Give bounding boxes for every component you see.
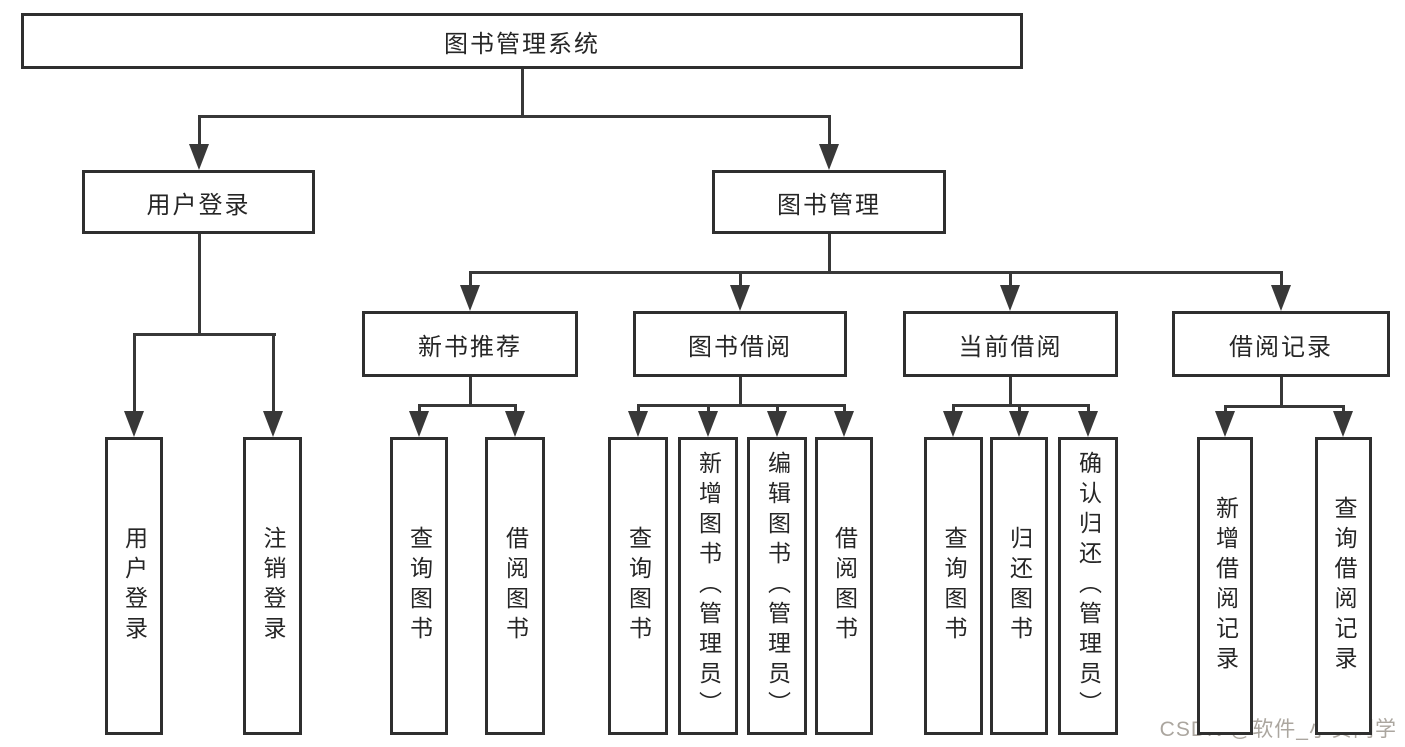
- connector-line: [468, 270, 1283, 274]
- node-label: 新增借阅记录: [1212, 496, 1239, 676]
- node-label: 图书借阅: [688, 333, 792, 361]
- connector-line: [1008, 272, 1012, 291]
- node-borrow-records: 借阅记录: [1172, 311, 1390, 377]
- node-leaf-confirm-return: 确认归还（管理员）: [1058, 437, 1118, 735]
- connector-line: [132, 334, 136, 417]
- node-leaf-add-book: 新增图书（管理员）: [678, 437, 738, 735]
- arrowhead-icon: [628, 411, 648, 437]
- node-label: 借阅图书: [502, 526, 529, 646]
- node-label: 查询图书: [406, 526, 433, 646]
- connector-line: [827, 234, 831, 274]
- arrowhead-icon: [698, 411, 718, 437]
- node-label: 用户登录: [121, 526, 148, 646]
- arrowhead-icon: [1271, 285, 1291, 311]
- arrowhead-icon: [730, 285, 750, 311]
- node-leaf-query-books-1: 查询图书: [390, 437, 448, 735]
- connector-line: [1279, 377, 1283, 408]
- arrowhead-icon: [409, 411, 429, 437]
- connector-line: [468, 377, 472, 407]
- node-label: 新增图书（管理员）: [695, 451, 722, 721]
- node-book-borrow: 图书借阅: [633, 311, 847, 377]
- node-label: 当前借阅: [958, 333, 1063, 361]
- node-current-borrow: 当前借阅: [903, 311, 1118, 377]
- node-label: 注销登录: [260, 526, 286, 646]
- node-leaf-query-books-3: 查询图书: [924, 437, 983, 735]
- arrowhead-icon: [834, 411, 854, 437]
- node-label: 借阅记录: [1229, 333, 1333, 361]
- node-leaf-borrow-books-2: 借阅图书: [815, 437, 873, 735]
- connector-line: [520, 69, 524, 118]
- arrowhead-icon: [767, 411, 787, 437]
- node-label: 图书管理系统: [444, 30, 600, 58]
- arrowhead-icon: [189, 144, 209, 170]
- node-user-login-group: 用户登录: [82, 170, 315, 234]
- node-book-management: 图书管理: [712, 170, 946, 234]
- arrowhead-icon: [460, 285, 480, 311]
- node-leaf-add-borrow-record: 新增借阅记录: [1197, 437, 1253, 735]
- connector-line: [132, 332, 276, 336]
- arrowhead-icon: [1000, 285, 1020, 311]
- node-leaf-user-login: 用户登录: [105, 437, 163, 735]
- arrowhead-icon: [1078, 411, 1098, 437]
- arrowhead-icon: [943, 411, 963, 437]
- connector-line: [738, 272, 742, 291]
- node-leaf-query-borrow-record: 查询借阅记录: [1315, 437, 1372, 735]
- arrowhead-icon: [1009, 411, 1029, 437]
- node-label: 用户登录: [146, 191, 251, 219]
- arrowhead-icon: [1333, 411, 1353, 437]
- node-leaf-return-book: 归还图书: [990, 437, 1048, 735]
- node-leaf-logout: 注销登录: [243, 437, 302, 735]
- connector-line: [197, 114, 831, 118]
- arrowhead-icon: [1215, 411, 1235, 437]
- connector-line: [951, 403, 1090, 407]
- node-label: 确认归还（管理员）: [1075, 451, 1102, 721]
- node-leaf-query-books-2: 查询图书: [608, 437, 668, 735]
- node-label: 查询图书: [625, 526, 652, 646]
- connector-line: [468, 272, 472, 291]
- node-label: 图书管理: [777, 191, 881, 219]
- node-leaf-borrow-books-1: 借阅图书: [485, 437, 545, 735]
- node-label: 查询图书: [941, 526, 967, 646]
- connector-line: [271, 334, 275, 417]
- node-label: 查询借阅记录: [1331, 496, 1357, 676]
- connector-line: [197, 234, 201, 336]
- node-new-book-recommend: 新书推荐: [362, 311, 578, 377]
- arrowhead-icon: [819, 144, 839, 170]
- arrowhead-icon: [124, 411, 144, 437]
- connector-line: [1223, 404, 1345, 408]
- node-root: 图书管理系统: [21, 13, 1023, 69]
- connector-line: [1008, 377, 1012, 407]
- connector-line: [738, 377, 742, 407]
- node-label: 新书推荐: [418, 333, 522, 361]
- connector-line: [417, 403, 517, 407]
- connector-line: [197, 116, 201, 150]
- connector-line: [1279, 272, 1283, 291]
- node-label: 归还图书: [1006, 526, 1033, 646]
- node-label: 编辑图书（管理员）: [764, 451, 791, 721]
- node-label: 借阅图书: [831, 526, 858, 646]
- connector-line: [827, 116, 831, 150]
- node-leaf-edit-book: 编辑图书（管理员）: [747, 437, 807, 735]
- arrowhead-icon: [505, 411, 525, 437]
- arrowhead-icon: [263, 411, 283, 437]
